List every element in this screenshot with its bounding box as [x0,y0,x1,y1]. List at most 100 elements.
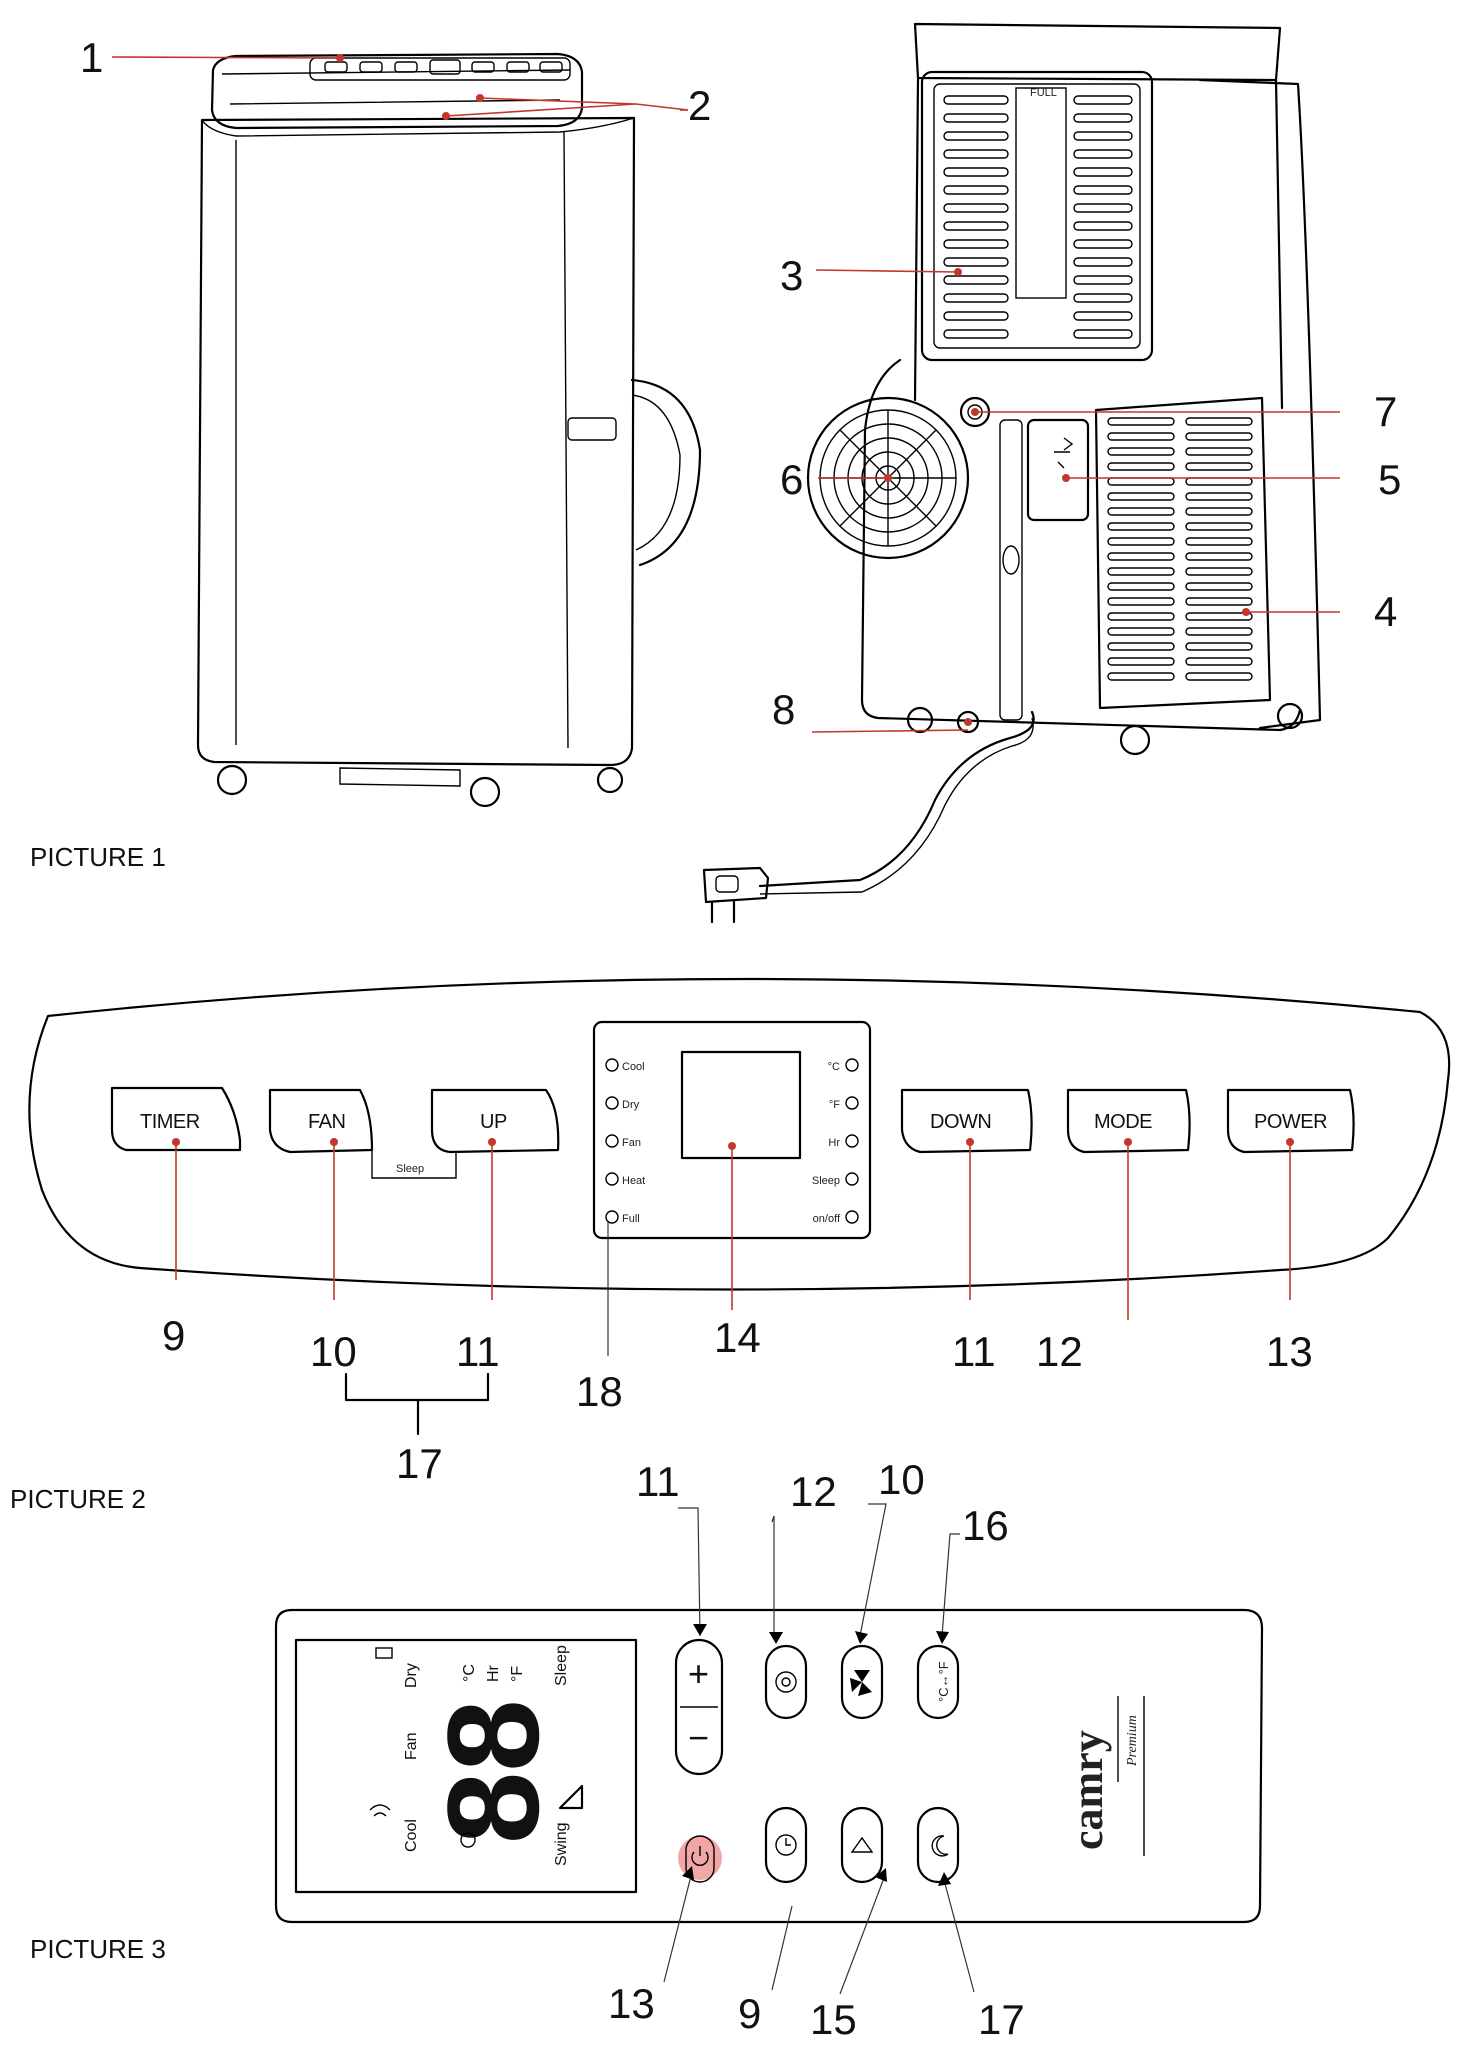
callout-1: 1 [80,34,103,81]
fan-key[interactable] [840,1644,884,1720]
indicator-label: Dry [622,1099,640,1111]
indicator-label: Sleep [812,1175,840,1187]
indicator-led [605,1058,619,1072]
socket-panel [1026,418,1090,522]
power-button[interactable] [1226,1088,1355,1154]
caption-picture-2: PICTURE 2 [10,1484,146,1514]
minus-key: − [688,1717,709,1758]
p3-callout-12: 12 [790,1468,837,1515]
indicator-label: Hr [828,1137,840,1149]
sleep-key[interactable] [916,1806,960,1884]
power-plug [702,866,770,924]
p3-callout-10: 10 [878,1456,925,1503]
sleep-key-icon [931,1835,949,1857]
plus-key: + [688,1653,709,1694]
p2-callout-14: 14 [714,1314,761,1361]
timer-button[interactable] [110,1086,242,1152]
picture3-callouts: 11 12 10 16 13 9 15 17 [608,1456,1025,2043]
mode-button-label: MODE [1094,1111,1152,1133]
lcd-label-sleep: Sleep [553,1645,570,1686]
upper-air-inlet-grille [920,70,1154,362]
power-key-icon [691,1846,709,1866]
indicator-led [845,1096,859,1110]
indicator-label: on/off [813,1213,841,1225]
indicator-label: Heat [622,1175,645,1187]
callout-7: 7 [1374,388,1397,435]
unit-toggle-key[interactable] [916,1644,960,1720]
lcd-unit-c: °C [461,1664,478,1682]
filter-tag: FULL [1030,87,1057,99]
indicator-label: Fan [622,1137,641,1149]
picture1-front-unit [196,52,702,808]
up-button-label: UP [480,1111,507,1133]
p2-callout-12: 12 [1036,1328,1083,1375]
brand-name: camry [1063,1730,1112,1850]
lcd-mode-fan: Fan [403,1732,420,1760]
callout-8: 8 [772,686,795,733]
remote-control: Cool Fan Dry 88 °C Hr °F Swing Sleep + − [274,1608,1264,1924]
p2-callout-10: 10 [310,1328,357,1375]
callout-5: 5 [1378,456,1401,503]
mode-button[interactable] [1066,1088,1191,1154]
fan-button[interactable] [268,1088,374,1154]
indicator-label: Full [622,1213,640,1225]
remote-lcd: Cool Fan Dry 88 °C Hr °F Swing Sleep [294,1638,638,1894]
p2-callout-11b: 11 [952,1328,996,1375]
callout-4: 4 [1374,588,1397,635]
lcd-label-swing: Swing [553,1822,570,1866]
led-screen [680,1050,802,1160]
swing-key[interactable] [840,1806,884,1884]
unit-toggle-label: °C↔°F [936,1661,951,1702]
p3-callout-17: 17 [978,1996,1025,2040]
indicator-led [845,1058,859,1072]
lcd-mode-cool: Cool [403,1819,420,1852]
timer-button-label: TIMER [140,1111,200,1133]
down-button[interactable] [900,1088,1033,1154]
lcd-unit-f: °F [509,1666,526,1682]
temperature-rocker[interactable]: + − [674,1638,724,1776]
p2-callout-9: 9 [162,1312,185,1359]
indicator-label: °C [828,1061,840,1073]
timer-key-icon [775,1834,797,1856]
power-button-label: POWER [1254,1111,1327,1133]
fan-button-label: FAN [308,1111,345,1133]
mode-key[interactable] [764,1644,808,1720]
top-control-panel [309,57,571,81]
p3-callout-9: 9 [738,1990,761,2037]
p3-callout-11: 11 [636,1458,680,1505]
sleep-combo-label: Sleep [396,1163,424,1175]
lcd-mode-dry: Dry [403,1663,420,1688]
lcd-unit-hr: Hr [485,1664,502,1682]
indicator-led [845,1172,859,1186]
p3-callout-15: 15 [810,1996,857,2040]
callout-2: 2 [688,82,711,129]
lower-air-inlet-grille [1094,396,1272,710]
p2-callout-11a: 11 [456,1328,500,1375]
indicator-label: Cool [622,1061,645,1073]
control-panel-outline [28,977,1451,1291]
p2-callout-13: 13 [1266,1328,1313,1375]
caption-picture-3: PICTURE 3 [30,1934,166,1964]
p3-callout-13: 13 [608,1980,655,2027]
power-key[interactable] [685,1835,715,1883]
indicator-led [845,1134,859,1148]
p3-callout-16: 16 [962,1502,1009,1549]
p2-callout-17: 17 [396,1440,443,1487]
indicator-led [605,1210,619,1224]
down-button-label: DOWN [930,1111,991,1133]
lcd-digits: 88 [420,1699,566,1844]
indicator-led [605,1096,619,1110]
indicator-led [605,1134,619,1148]
callout-6: 6 [780,456,803,503]
p2-callout-18: 18 [576,1368,623,1415]
picture2-callouts: 9 10 11 18 14 11 12 13 17 [162,1138,1313,1487]
fan-key-icon [850,1670,872,1696]
up-button[interactable] [430,1088,560,1154]
indicator-led [605,1172,619,1186]
callout-3: 3 [780,252,803,299]
indicator-led [845,1210,859,1224]
timer-key[interactable] [764,1806,808,1884]
